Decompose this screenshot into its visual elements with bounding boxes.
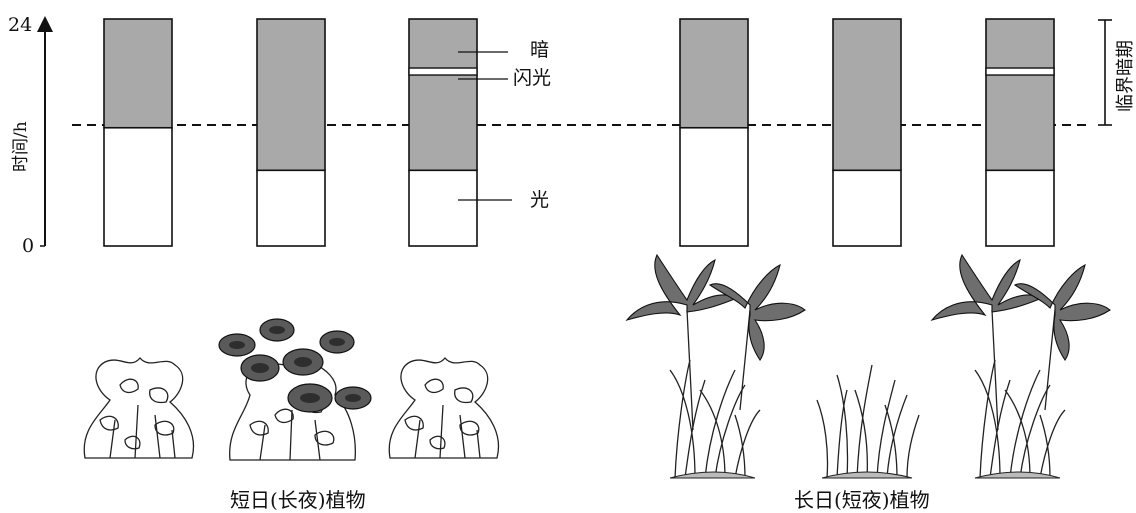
photoperiod-bars [104,19,1054,246]
plant-leafy-2 [389,358,498,458]
plant-iris-2 [932,255,1110,478]
bar-5-light [833,170,901,246]
bar-6-dark [986,19,1054,170]
short-day-caption: 短日(长夜)植物 [230,488,366,512]
y-tick-label-bottom: 0 [22,235,34,257]
dark-label: 暗 [530,39,549,61]
bar-1 [104,19,172,246]
iris-flower-4 [1015,265,1110,360]
plant-leafy-1 [84,358,193,458]
bar-4 [680,19,748,246]
bar-3-light [409,170,477,246]
bar-2-light [257,170,325,246]
y-axis: 24 0 时间/h [8,14,45,257]
bar-4-dark [680,19,748,128]
bar-5-dark [833,19,901,170]
bar-1-dark [104,19,172,128]
y-tick-label-top: 24 [8,14,32,36]
bar-4-light [680,128,748,246]
bar-3-dark [409,19,477,170]
plant-iris-1 [627,255,805,478]
critical-dark-bracket: 临界暗期 [1098,20,1136,125]
bar-6 [986,19,1054,246]
bar-1-light [104,128,172,246]
y-axis-label: 时间/h [11,121,31,172]
light-label: 光 [530,189,549,211]
bar-5 [833,19,901,246]
bar-6-light [986,170,1054,246]
bar-2 [257,19,325,246]
long-day-caption: 长日(短夜)植物 [794,488,930,512]
bar-3 [409,19,477,246]
flash-label: 闪光 [513,67,551,89]
plant-flowering-short-day [219,319,371,460]
iris-flower-2 [710,265,805,360]
bar-2-dark [257,19,325,170]
bar-3-flash [409,68,477,75]
bar-6-flash [986,68,1054,75]
plant-grass [817,365,919,478]
critical-dark-label: 临界暗期 [1115,40,1136,112]
